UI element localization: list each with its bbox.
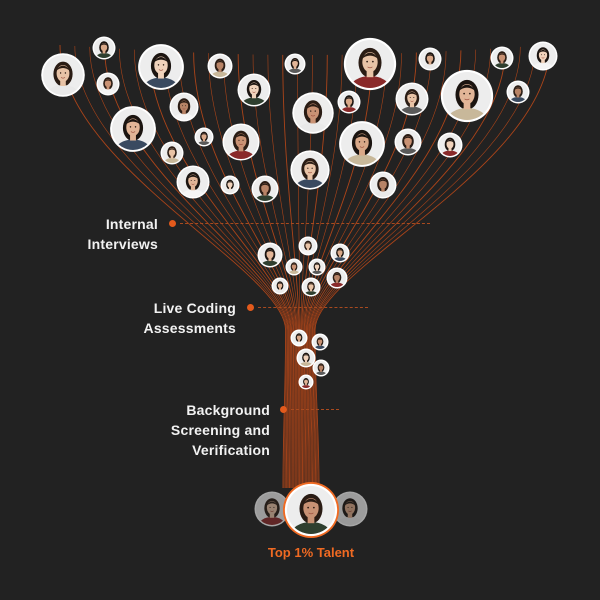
stage-divider-background-screening xyxy=(291,409,339,410)
funnel-line xyxy=(148,50,292,489)
top-talent-avatars xyxy=(254,482,368,538)
stage-marker-internal-interviews xyxy=(169,220,176,227)
funnel-line xyxy=(302,54,343,489)
stage-divider-internal-interviews xyxy=(180,223,430,224)
stage-label-background-screening: Background Screening and Verification xyxy=(170,402,270,458)
funnel-line xyxy=(301,54,328,489)
candidate-avatars xyxy=(41,36,558,538)
candidate-avatar xyxy=(394,128,422,156)
candidate-avatar xyxy=(220,175,240,195)
candidate-avatar xyxy=(194,127,214,147)
candidate-avatar xyxy=(207,53,233,79)
candidate-avatar xyxy=(308,258,326,276)
candidate-avatar xyxy=(301,277,321,297)
candidate-avatar xyxy=(296,348,316,368)
candidate-avatar xyxy=(41,53,85,97)
funnel-line xyxy=(297,54,301,489)
top-talent-avatar xyxy=(284,483,338,537)
candidate-avatar xyxy=(290,150,330,190)
candidate-avatar xyxy=(418,47,442,71)
candidate-avatar xyxy=(290,329,308,347)
candidate-avatar xyxy=(330,243,350,263)
candidate-avatar xyxy=(292,92,334,134)
candidate-avatar xyxy=(110,106,156,152)
candidate-avatar xyxy=(339,121,385,167)
funnel-line xyxy=(300,54,313,489)
funnel-line xyxy=(193,52,295,489)
stage-marker-background-screening xyxy=(280,406,287,413)
funnel-line xyxy=(308,51,447,489)
candidate-avatar xyxy=(298,236,318,256)
candidate-avatar xyxy=(160,141,184,165)
candidate-avatar xyxy=(298,374,314,390)
funnel-line xyxy=(163,51,293,489)
candidate-avatar xyxy=(96,72,120,96)
top-talent-label: Top 1% Talent xyxy=(267,545,355,560)
funnel-line xyxy=(314,44,551,489)
stage-label-internal-interviews: Internal Interviews xyxy=(87,216,158,252)
candidate-avatar xyxy=(176,165,210,199)
funnel-line xyxy=(267,54,299,489)
candidate-avatar xyxy=(271,277,289,295)
candidate-avatar xyxy=(528,41,558,71)
stage-marker-live-coding xyxy=(247,304,254,311)
candidate-avatar xyxy=(440,69,494,123)
funnel-line xyxy=(252,54,298,488)
candidate-avatar xyxy=(285,258,303,276)
funnel-line xyxy=(74,45,287,489)
funnel-line xyxy=(311,48,491,489)
candidate-avatar xyxy=(337,90,361,114)
stage-label-live-coding: Live Coding Assessments xyxy=(143,300,236,336)
candidate-avatar xyxy=(437,132,463,158)
candidate-avatar xyxy=(506,80,530,104)
candidate-avatar xyxy=(237,73,271,107)
candidate-avatar xyxy=(257,242,283,268)
candidate-avatar xyxy=(369,171,397,199)
candidate-avatar xyxy=(490,46,514,70)
funnel-line xyxy=(312,46,521,489)
funnel-line xyxy=(313,45,536,489)
candidate-avatar xyxy=(138,44,184,90)
runner-up-avatar xyxy=(254,491,290,527)
funnel-line xyxy=(311,47,506,489)
candidate-avatar xyxy=(326,267,348,289)
candidate-avatar xyxy=(311,333,329,351)
funnel-line xyxy=(59,44,287,489)
funnel-line xyxy=(282,54,300,489)
candidate-avatar xyxy=(222,123,260,161)
stage-divider-live-coding xyxy=(258,307,368,308)
candidate-avatar xyxy=(343,37,397,91)
runner-up-avatar xyxy=(332,491,368,527)
candidate-avatar xyxy=(92,36,116,60)
candidate-avatar xyxy=(169,92,199,122)
candidate-avatar xyxy=(312,359,330,377)
candidate-avatar xyxy=(284,53,306,75)
funnel-line xyxy=(309,50,462,489)
funnel-line xyxy=(133,49,291,489)
candidate-avatar xyxy=(395,82,429,116)
candidate-avatar xyxy=(251,175,279,203)
